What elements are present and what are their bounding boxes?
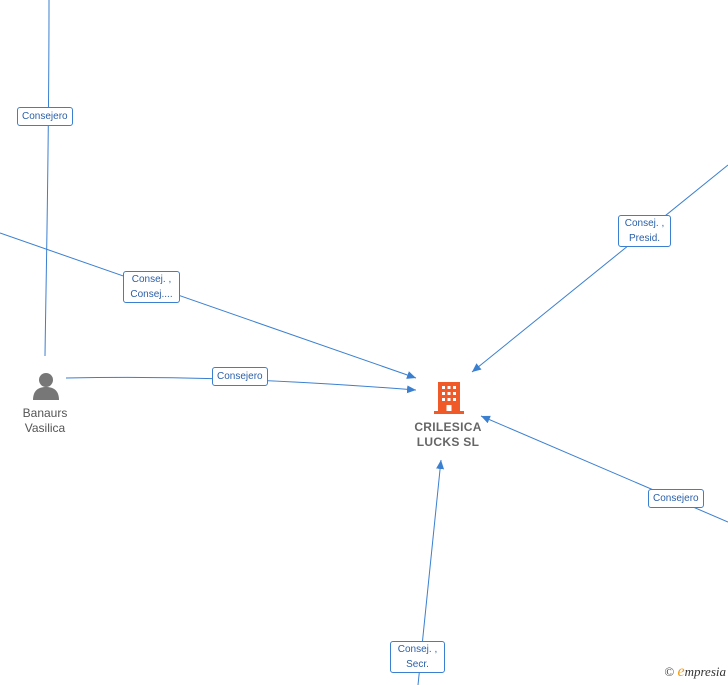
edge-label-right[interactable]: Consejero [648,489,704,508]
edge-label-text: Consej.... [130,289,173,300]
edge-label-top-right[interactable]: Consej. , Presid. [618,215,671,247]
brand-initial: e [677,663,685,680]
building-icon[interactable] [433,380,465,414]
edge-label-text: Consejero [653,493,699,504]
edge-label-text: Secr. [406,659,429,670]
company-name-line2: LUCKS SL [416,435,480,449]
edge-label-left-mid[interactable]: Consej. , Consej.... [123,271,180,303]
copyright-symbol: © [664,664,675,679]
edge-label-text: Consejero [217,371,263,382]
edge-label-person-company[interactable]: Consejero [212,367,268,386]
person-name-line1: Banaurs [22,406,68,420]
edge-label-text: Consejero [22,111,68,122]
edge-label-text: Presid. [628,233,661,244]
company-name[interactable]: CRILESICA LUCKS SL [398,420,498,450]
brand-name: mpresia [684,664,726,679]
person-name[interactable]: Banaurs Vasilica [0,406,90,436]
edge-label-text: Consej. , [397,644,438,655]
company-name-line1: CRILESICA [414,420,482,434]
edge-label-top-left[interactable]: Consejero [17,107,73,126]
edge-label-text: Consej. , [131,274,172,285]
edge-line-top-left [44,0,50,357]
empresia-watermark: © empresia [664,663,726,681]
person-name-line2: Vasilica [24,421,66,435]
edge-label-bottom[interactable]: Consej. , Secr. [390,641,445,673]
edge-label-text: Consej. , [624,218,665,229]
edge-line-top-right [471,164,728,373]
person-icon[interactable] [31,371,61,401]
edge-line-left-mid [0,232,417,379]
